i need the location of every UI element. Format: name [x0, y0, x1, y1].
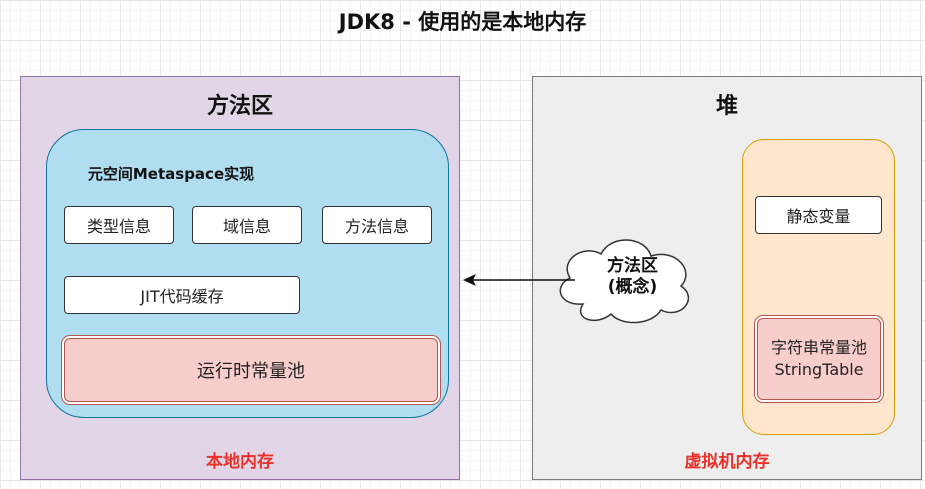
static-variables-box: 静态变量 [755, 196, 882, 234]
diagram-title: JDK8 - 使用的是本地内存 [338, 10, 587, 34]
metaspace-title: 元空间Metaspace实现 [87, 164, 255, 183]
cloud-icon [559, 239, 690, 324]
runtime-constant-pool-box: 运行时常量池 [64, 338, 438, 402]
heap-title: 堆 [715, 94, 738, 119]
string-pool-label: 字符串常量池 [770, 338, 867, 358]
method-info-box: 方法信息 [322, 206, 432, 244]
type-info-box: 类型信息 [64, 206, 174, 244]
cloud-label: 方法区 (概念) [580, 252, 685, 302]
field-info-box: 域信息 [192, 206, 302, 244]
jit-code-cache-box: JIT代码缓存 [64, 276, 300, 314]
method-area-title: 方法区 [206, 94, 273, 119]
cloud-label-line1: 方法区 [607, 255, 658, 276]
string-table-label: StringTable [774, 360, 864, 379]
arrow-to-method-area-icon [463, 274, 575, 286]
vm-memory-label: 虚拟机内存 [684, 451, 770, 472]
cloud-arrow-graphic [463, 239, 690, 324]
string-table-box: 字符串常量池 StringTable [757, 318, 881, 400]
native-memory-label: 本地内存 [206, 451, 274, 472]
cloud-label-line2: (概念) [607, 277, 658, 297]
